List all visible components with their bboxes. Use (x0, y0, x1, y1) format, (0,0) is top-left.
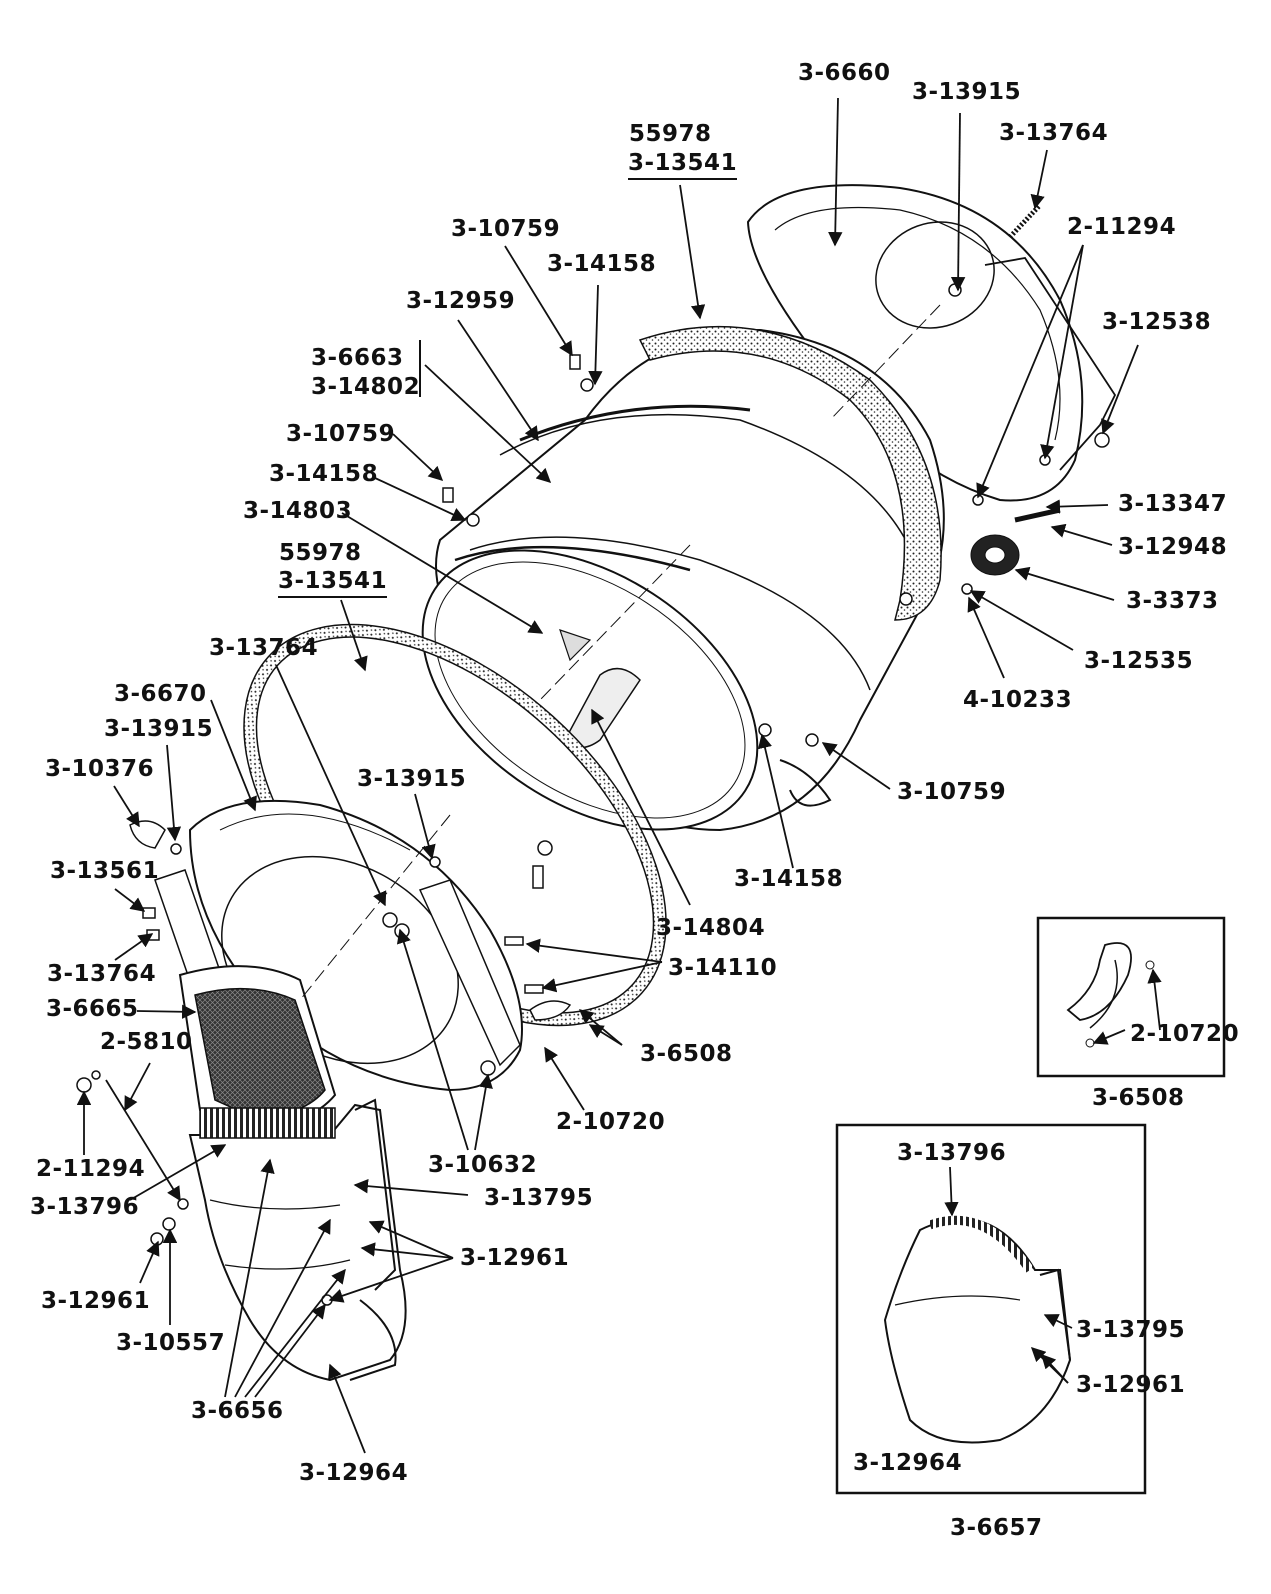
label-2-10720: 2-10720 (556, 1109, 666, 1135)
label-3-13795: 3-13795 (484, 1185, 594, 1211)
label-3-12964: 3-12964 (299, 1460, 409, 1486)
label-3-13347: 3-13347 (1118, 491, 1228, 517)
label-3-14803: 3-14803 (243, 498, 353, 524)
center-lines (299, 304, 941, 1001)
label-3-6660: 3-6660 (798, 60, 891, 86)
label-3-13915-mid: 3-13915 (357, 766, 467, 792)
label-3-13541-rear: 3-13541 (628, 152, 738, 180)
label-3-14158-c: 3-14158 (734, 866, 844, 892)
label-3-10759-c: 3-10759 (897, 779, 1007, 805)
label-3-10632: 3-10632 (428, 1152, 538, 1178)
label-3-10557: 3-10557 (116, 1330, 226, 1356)
label-3-3373: 3-3373 (1126, 588, 1219, 614)
label-3-14804: 3-14804 (656, 915, 766, 941)
label-3-12961-b: 3-12961 (41, 1288, 151, 1314)
front-bulkhead (154, 799, 523, 1092)
label-3-13915-rear: 3-13915 (912, 79, 1022, 105)
label-2-11294-front: 2-11294 (36, 1156, 146, 1182)
label-3-12538: 3-12538 (1102, 309, 1212, 335)
label-3-13796: 3-13796 (30, 1194, 140, 1220)
label-3-13561: 3-13561 (50, 858, 160, 884)
label-3-14802: 3-14802 (311, 374, 421, 400)
label-3-13915-front: 3-13915 (104, 716, 214, 742)
label-3-12961-inset: 3-12961 (1076, 1372, 1186, 1398)
label-4-10233: 4-10233 (963, 687, 1073, 713)
label-3-14158-a: 3-14158 (547, 251, 657, 277)
label-3-13764-front: 3-13764 (47, 961, 157, 987)
label-3-12959: 3-12959 (406, 288, 516, 314)
idler-pulley (970, 534, 1020, 576)
label-55978-rear: 55978 (629, 121, 712, 147)
label-3-13764-mid: 3-13764 (209, 635, 319, 661)
exhaust-duct (188, 1098, 407, 1382)
label-3-6670: 3-6670 (114, 681, 207, 707)
label-55978-front: 55978 (279, 540, 362, 566)
inset-3-6508 (1036, 916, 1226, 1078)
label-3-12961-a: 3-12961 (460, 1245, 570, 1271)
label-3-12948: 3-12948 (1118, 534, 1228, 560)
label-3-6656: 3-6656 (191, 1398, 284, 1424)
label-3-10759-b: 3-10759 (286, 421, 396, 447)
label-2-5810: 2-5810 (100, 1029, 193, 1055)
fasteners (76, 203, 1110, 1306)
inset-3-6657 (835, 1123, 1147, 1495)
label-2-11294-rear: 2-11294 (1067, 214, 1177, 240)
caption-inset-3-6657: 3-6657 (950, 1515, 1043, 1541)
label-2-10720-inset: 2-10720 (1130, 1021, 1240, 1047)
label-3-13541-front: 3-13541 (278, 570, 388, 598)
label-3-14158-b: 3-14158 (269, 461, 379, 487)
lint-screen (178, 965, 337, 1132)
drum (421, 328, 945, 832)
label-3-6508: 3-6508 (640, 1041, 733, 1067)
label-3-6663: 3-6663 (311, 345, 404, 371)
label-3-13795-inset: 3-13795 (1076, 1317, 1186, 1343)
label-3-14110: 3-14110 (668, 955, 778, 981)
label-3-13796-inset: 3-13796 (897, 1140, 1007, 1166)
rear-seal (638, 325, 942, 621)
label-3-12535: 3-12535 (1084, 648, 1194, 674)
label-3-10376: 3-10376 (45, 756, 155, 782)
caption-inset-3-6508: 3-6508 (1092, 1085, 1185, 1111)
label-3-10759-a: 3-10759 (451, 216, 561, 242)
label-3-6665: 3-6665 (46, 996, 139, 1022)
label-3-12964-inset: 3-12964 (853, 1450, 963, 1476)
label-3-13764-rear: 3-13764 (999, 120, 1109, 146)
leader-lines (76, 97, 1162, 1454)
